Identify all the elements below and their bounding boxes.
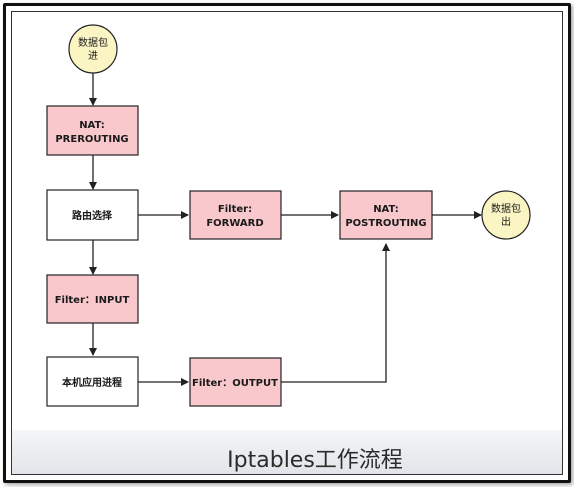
- filter-forward-line1: Filter:: [218, 204, 252, 215]
- packet-in-line1: 数据包: [78, 36, 108, 49]
- nat-postrouting-line2: POSTROUTING: [345, 218, 426, 229]
- packet-in-line2: 进: [88, 50, 98, 62]
- node-filter-forward: Filter: FORWARD: [189, 190, 282, 240]
- node-packet-in: 数据包 进: [68, 24, 118, 74]
- nat-prerouting-line2: PREROUTING: [55, 134, 128, 145]
- nat-prerouting-line1: NAT:: [79, 120, 105, 131]
- nat-postrouting-line1: NAT:: [373, 204, 399, 215]
- filter-forward-line2: FORWARD: [206, 218, 263, 229]
- caption-band: [12, 430, 562, 474]
- packet-out-line1: 数据包: [491, 202, 521, 215]
- node-nat-prerouting: NAT: PREROUTING: [46, 105, 139, 156]
- packet-out-line2: 出: [501, 215, 511, 228]
- node-local-process: 本机应用进程: [46, 356, 139, 407]
- filter-output-label: Filter：OUTPUT: [192, 378, 278, 389]
- node-packet-out: 数据包 出: [481, 190, 531, 240]
- node-filter-output: Filter：OUTPUT: [189, 357, 282, 407]
- local-process-label: 本机应用进程: [62, 376, 122, 389]
- edge-output-to-postrouting: [281, 243, 390, 383]
- node-filter-input: Filter：INPUT: [46, 274, 139, 324]
- filter-input-label: Filter：INPUT: [55, 295, 130, 306]
- edges: [89, 73, 482, 386]
- diagram-caption: Iptables工作流程: [227, 448, 403, 473]
- route-select-label: 路由选择: [72, 209, 113, 222]
- node-nat-postrouting: NAT: POSTROUTING: [339, 190, 433, 240]
- node-route-select: 路由选择: [46, 189, 139, 241]
